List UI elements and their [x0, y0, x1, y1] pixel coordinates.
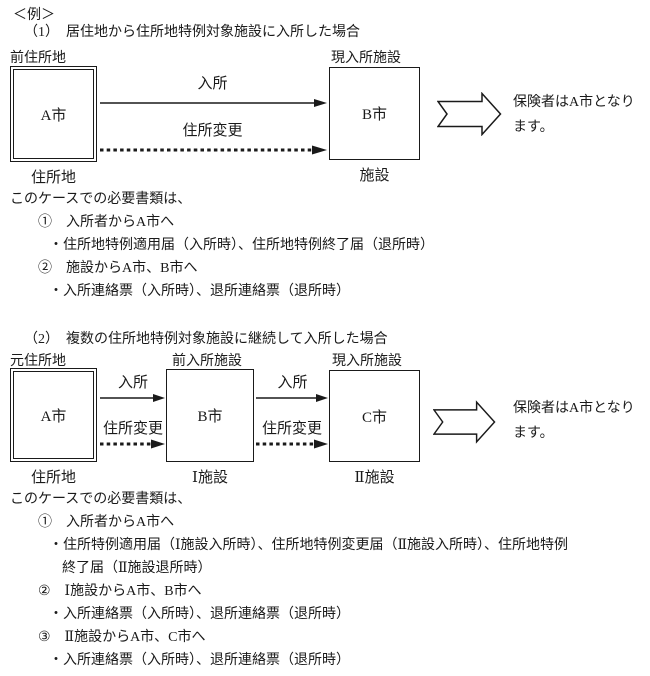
case2-middle-box-top-label: 前入所施設	[172, 354, 242, 369]
block-arrow-icon	[437, 92, 502, 136]
block-arrow-icon	[433, 400, 496, 444]
case1-facility-box-bottom-label: 施設	[359, 168, 390, 184]
case1-result-line1: 保険者はA市となり	[513, 95, 635, 110]
case2-bc-address-change-arrow-label: 住所変更	[261, 421, 322, 437]
case1-source-box-top-label: 前住所地	[10, 51, 66, 66]
case2-note-subitem-1b: 終了届（Ⅱ施設退所時）	[62, 561, 212, 576]
case2-source-box-top-label: 元住所地	[10, 354, 66, 369]
case1-facility-box-top-label: 現入所施設	[331, 51, 401, 66]
case2-bc-admission-arrow-label: 入所	[277, 375, 308, 391]
case2-source-box-name: A市	[13, 371, 94, 459]
case2-note-subitem-2: ・入所連絡票（入所時）、退所連絡票（退所時）	[49, 607, 350, 622]
case2-facility-box-top-label: 現入所施設	[332, 354, 402, 369]
case1-note-item-2: ② 施設からA市、B市へ	[38, 261, 198, 276]
case2-note-subitem-3: ・入所連絡票（入所時）、退所連絡票（退所時）	[49, 653, 350, 668]
case2-middle-box: B市	[166, 369, 254, 462]
case2-ab-admission-arrow-label: 入所	[117, 375, 148, 391]
case2-result-text: 保険者はA市となり ます。	[513, 396, 650, 446]
case2-facility-box-bottom-label: Ⅱ施設	[354, 470, 395, 486]
case1-notes-intro: このケースでの必要書類は、	[10, 192, 192, 207]
case2-notes-intro: このケースでの必要書類は、	[10, 492, 192, 507]
example-title: ＜例＞	[13, 8, 55, 23]
case1-source-box: A市	[10, 66, 97, 162]
case2-note-subitem-1a: ・住所特例適用届（Ⅰ施設入所時）、住所地特例変更届（Ⅱ施設入所時）、住所地特例	[49, 538, 569, 553]
case1-result-text: 保険者はA市となり ます。	[513, 90, 650, 140]
solid-arrow-right-icon	[256, 394, 328, 402]
solid-arrow-right-icon	[100, 99, 327, 107]
case1-note-subitem-1: ・住所地特例適用届（入所時）、住所地特例終了届（退所時）	[49, 238, 434, 253]
case1-admission-arrow-label: 入所	[197, 76, 228, 92]
case1-address-change-arrow-label: 住所変更	[182, 123, 243, 139]
case1-heading: （1） 居住地から住所地特例対象施設に入所した場合	[24, 25, 360, 40]
case2-note-item-2: ② Ⅰ施設からA市、B市へ	[38, 584, 202, 599]
case2-ab-address-change-arrow-label: 住所変更	[102, 421, 163, 437]
case2-note-item-3: ③ Ⅱ施設からA市、C市へ	[38, 630, 206, 645]
case2-result-line2: ます。	[513, 426, 554, 441]
case2-source-box: A市	[10, 368, 97, 462]
case2-facility-box: C市	[329, 370, 420, 462]
dotted-arrow-right-icon	[100, 439, 165, 449]
case1-note-item-1: ① 入所者からA市へ	[38, 215, 175, 230]
case2-note-item-1: ① 入所者からA市へ	[38, 515, 175, 530]
case1-facility-box: B市	[329, 67, 420, 160]
case1-note-subitem-2: ・入所連絡票（入所時）、退所連絡票（退所時）	[49, 284, 350, 299]
case1-source-box-name: A市	[13, 69, 94, 159]
case2-middle-box-bottom-label: Ⅰ施設	[192, 470, 228, 486]
case1-source-box-bottom-label: 住所地	[30, 170, 76, 186]
case2-heading: （2） 複数の住所地特例対象施設に継続して入所した場合	[24, 332, 388, 347]
case1-result-line2: ます。	[513, 120, 554, 135]
dotted-arrow-right-icon	[100, 145, 327, 155]
solid-arrow-right-icon	[100, 394, 165, 402]
dotted-arrow-right-icon	[256, 439, 328, 449]
case2-source-box-bottom-label: 住所地	[30, 470, 76, 486]
case2-result-line1: 保険者はA市となり	[513, 401, 635, 416]
